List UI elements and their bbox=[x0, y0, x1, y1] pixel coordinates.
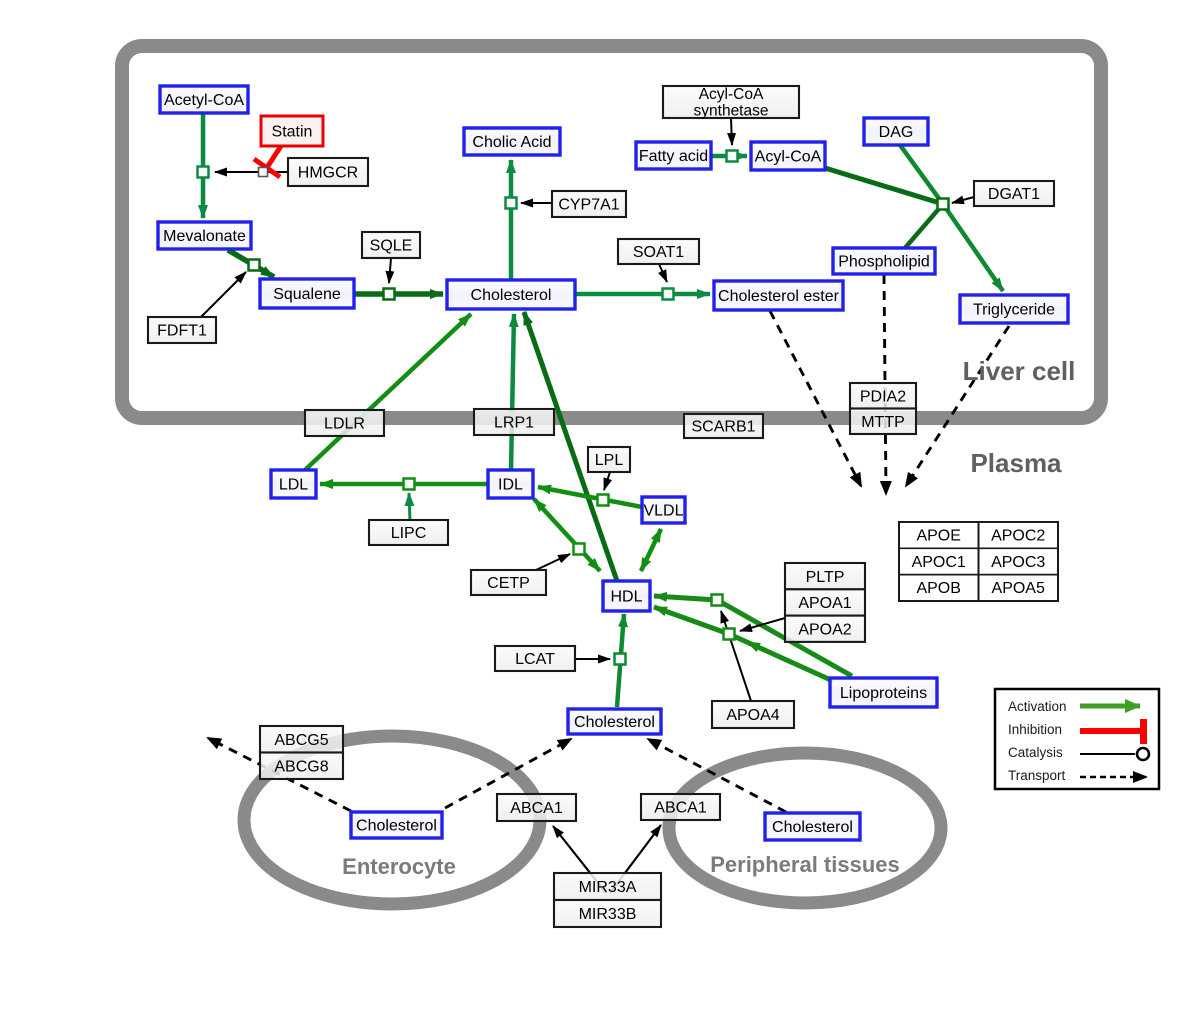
svg-text:Cholic Acid: Cholic Acid bbox=[472, 134, 551, 151]
svg-text:Acyl-CoA: Acyl-CoA bbox=[699, 86, 764, 103]
svg-text:HDL: HDL bbox=[610, 589, 642, 606]
svg-text:MTTP: MTTP bbox=[861, 414, 905, 431]
svg-text:LPL: LPL bbox=[595, 452, 624, 469]
svg-text:DAG: DAG bbox=[879, 124, 914, 141]
svg-text:SCARB1: SCARB1 bbox=[691, 419, 755, 436]
svg-text:Acyl-CoA: Acyl-CoA bbox=[755, 149, 822, 166]
svg-text:Fatty acid: Fatty acid bbox=[639, 148, 708, 165]
svg-text:ABCG5: ABCG5 bbox=[274, 732, 328, 749]
svg-text:APOE: APOE bbox=[916, 528, 960, 545]
svg-text:APOC2: APOC2 bbox=[991, 528, 1045, 545]
svg-text:APOC1: APOC1 bbox=[912, 554, 966, 571]
svg-text:Cholesterol ester: Cholesterol ester bbox=[718, 288, 840, 305]
svg-text:CETP: CETP bbox=[487, 575, 530, 592]
svg-text:FDFT1: FDFT1 bbox=[157, 323, 207, 340]
svg-text:DGAT1: DGAT1 bbox=[988, 186, 1040, 203]
svg-text:APOA5: APOA5 bbox=[992, 580, 1045, 597]
svg-text:ABCA1: ABCA1 bbox=[510, 800, 563, 817]
svg-text:Peripheral tissues: Peripheral tissues bbox=[710, 852, 900, 877]
svg-text:MIR33B: MIR33B bbox=[579, 906, 637, 923]
svg-text:synthetase: synthetase bbox=[694, 103, 769, 120]
svg-text:APOB: APOB bbox=[916, 580, 960, 597]
svg-text:APOA1: APOA1 bbox=[798, 595, 851, 612]
svg-text:SQLE: SQLE bbox=[370, 238, 413, 255]
svg-text:Phospholipid: Phospholipid bbox=[838, 254, 930, 271]
svg-text:ABCA1: ABCA1 bbox=[654, 800, 707, 817]
svg-text:Mevalonate: Mevalonate bbox=[163, 228, 246, 245]
svg-text:LCAT: LCAT bbox=[515, 651, 555, 668]
svg-text:Lipoproteins: Lipoproteins bbox=[840, 685, 927, 702]
svg-text:Acetyl-CoA: Acetyl-CoA bbox=[164, 92, 244, 109]
svg-text:CYP7A1: CYP7A1 bbox=[558, 197, 619, 214]
svg-text:PLTP: PLTP bbox=[806, 569, 845, 586]
svg-text:Plasma: Plasma bbox=[970, 448, 1062, 478]
svg-text:Activation: Activation bbox=[1008, 699, 1067, 714]
svg-text:APOA4: APOA4 bbox=[726, 707, 779, 724]
svg-text:Inhibition: Inhibition bbox=[1008, 722, 1062, 737]
svg-text:Cholesterol: Cholesterol bbox=[772, 819, 853, 836]
svg-text:HMGCR: HMGCR bbox=[298, 165, 358, 182]
svg-text:ABCG8: ABCG8 bbox=[274, 758, 328, 775]
svg-text:LIPC: LIPC bbox=[391, 525, 427, 542]
svg-text:Liver cell: Liver cell bbox=[963, 356, 1076, 386]
svg-text:IDL: IDL bbox=[498, 477, 523, 494]
svg-text:VLDL: VLDL bbox=[643, 503, 683, 520]
svg-text:Squalene: Squalene bbox=[273, 286, 341, 303]
svg-text:Cholesterol: Cholesterol bbox=[356, 818, 437, 835]
svg-text:Transport: Transport bbox=[1008, 768, 1066, 783]
svg-text:APOC3: APOC3 bbox=[991, 554, 1045, 571]
svg-text:LDLR: LDLR bbox=[324, 416, 365, 433]
svg-text:Catalysis: Catalysis bbox=[1008, 745, 1063, 760]
svg-text:Triglyceride: Triglyceride bbox=[973, 302, 1055, 319]
svg-text:Enterocyte: Enterocyte bbox=[342, 854, 456, 879]
svg-text:MIR33A: MIR33A bbox=[579, 879, 637, 896]
svg-text:PDIA2: PDIA2 bbox=[860, 388, 906, 405]
svg-text:Cholesterol: Cholesterol bbox=[471, 287, 552, 304]
svg-text:SOAT1: SOAT1 bbox=[633, 244, 684, 261]
svg-text:APOA2: APOA2 bbox=[798, 621, 851, 638]
svg-text:LRP1: LRP1 bbox=[494, 415, 534, 432]
svg-text:LDL: LDL bbox=[279, 477, 308, 494]
svg-text:Cholesterol: Cholesterol bbox=[574, 714, 655, 731]
svg-text:Statin: Statin bbox=[272, 124, 313, 141]
